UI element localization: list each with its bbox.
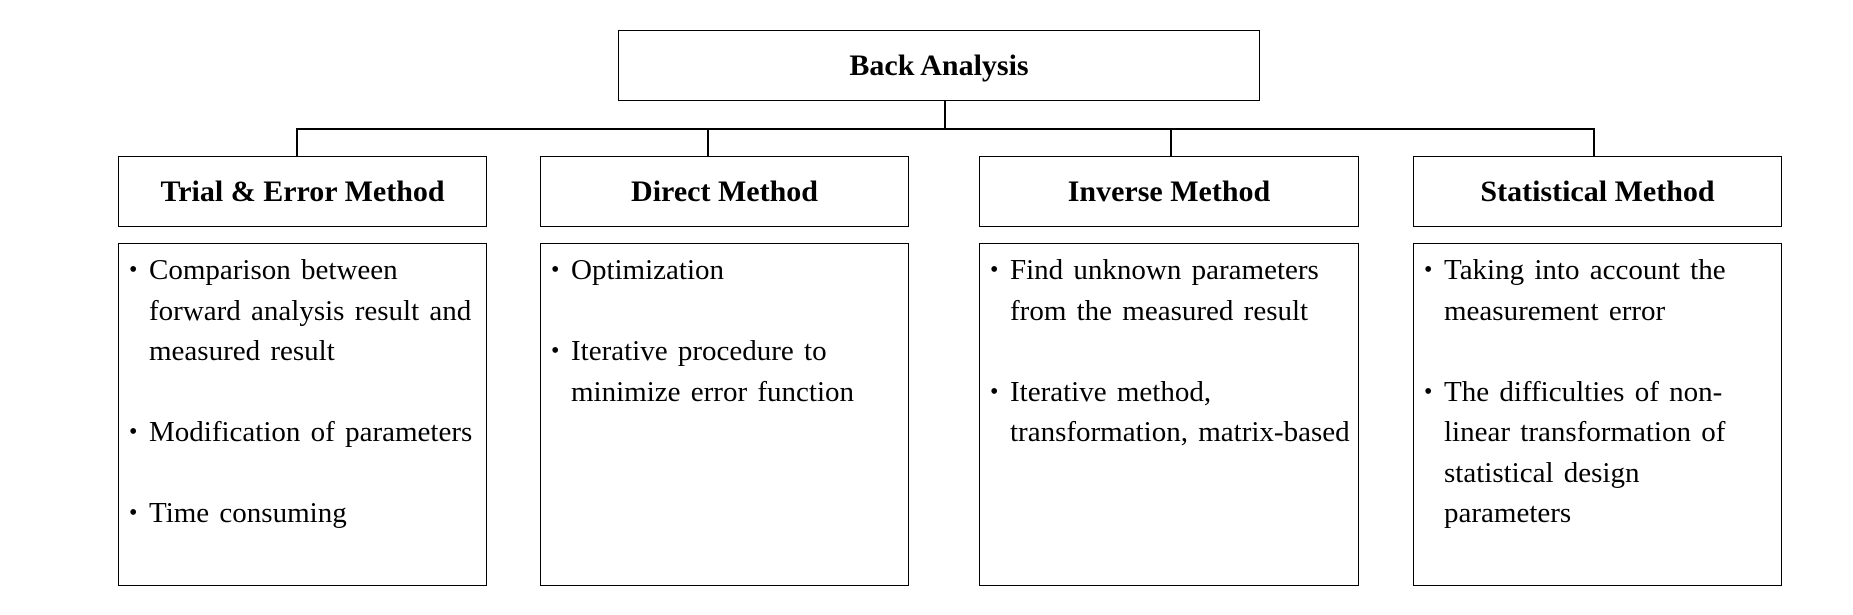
bullet-list: •Optimization •Iterative procedure to mi… [549,250,902,412]
method-header-inverse: Inverse Method [979,156,1359,227]
bullet-dot-icon: • [990,378,999,405]
bullet-item: •Find unknown parameters from the measur… [988,250,1352,331]
bullet-item: •Time consuming [127,493,480,534]
method-details-statistical: •Taking into account the measurement err… [1413,243,1782,586]
method-header-statistical: Statistical Method [1413,156,1782,227]
connector-drop-statistical [1593,128,1595,156]
method-details-direct: •Optimization •Iterative procedure to mi… [540,243,909,586]
method-title: Statistical Method [1480,174,1715,208]
bullet-dot-icon: • [129,419,138,445]
bullet-list: •Find unknown parameters from the measur… [988,250,1352,453]
bullet-item: •Optimization [549,250,902,291]
connector-drop-trial-error [296,128,298,156]
method-header-trial-error: Trial & Error Method [118,156,487,227]
method-details-trial-error: •Comparison between forward analysis res… [118,243,487,586]
bullet-item: •Comparison between forward analysis res… [127,250,480,372]
bullet-item: •Iterative method, transformation, matri… [988,372,1352,453]
connector-horizontal-bar [296,128,1594,130]
bullet-dot-icon: • [990,257,999,283]
bullet-dot-icon: • [1424,378,1433,405]
method-title: Direct Method [631,174,818,208]
bullet-dot-icon: • [551,338,560,364]
bullet-list: •Comparison between forward analysis res… [127,250,480,534]
bullet-item: •Taking into account the measurement err… [1422,250,1775,331]
connector-root-stem [944,101,946,129]
method-details-inverse: •Find unknown parameters from the measur… [979,243,1359,586]
connector-drop-inverse [1170,128,1172,156]
bullet-item: •Modification of parameters [127,412,480,453]
connector-drop-direct [707,128,709,156]
bullet-dot-icon: • [129,257,138,283]
bullet-list: •Taking into account the measurement err… [1422,250,1775,534]
root-node-title: Back Analysis [849,48,1029,82]
method-title: Inverse Method [1067,174,1271,208]
bullet-item: •The difficulties of non-linear transfor… [1422,372,1775,534]
bullet-dot-icon: • [129,500,138,526]
bullet-dot-icon: • [551,257,560,283]
bullet-item: •Iterative procedure to minimize error f… [549,331,902,412]
root-node-back-analysis: Back Analysis [618,30,1260,101]
method-header-direct: Direct Method [540,156,909,227]
method-title: Trial & Error Method [160,174,445,208]
bullet-dot-icon: • [1424,257,1433,283]
